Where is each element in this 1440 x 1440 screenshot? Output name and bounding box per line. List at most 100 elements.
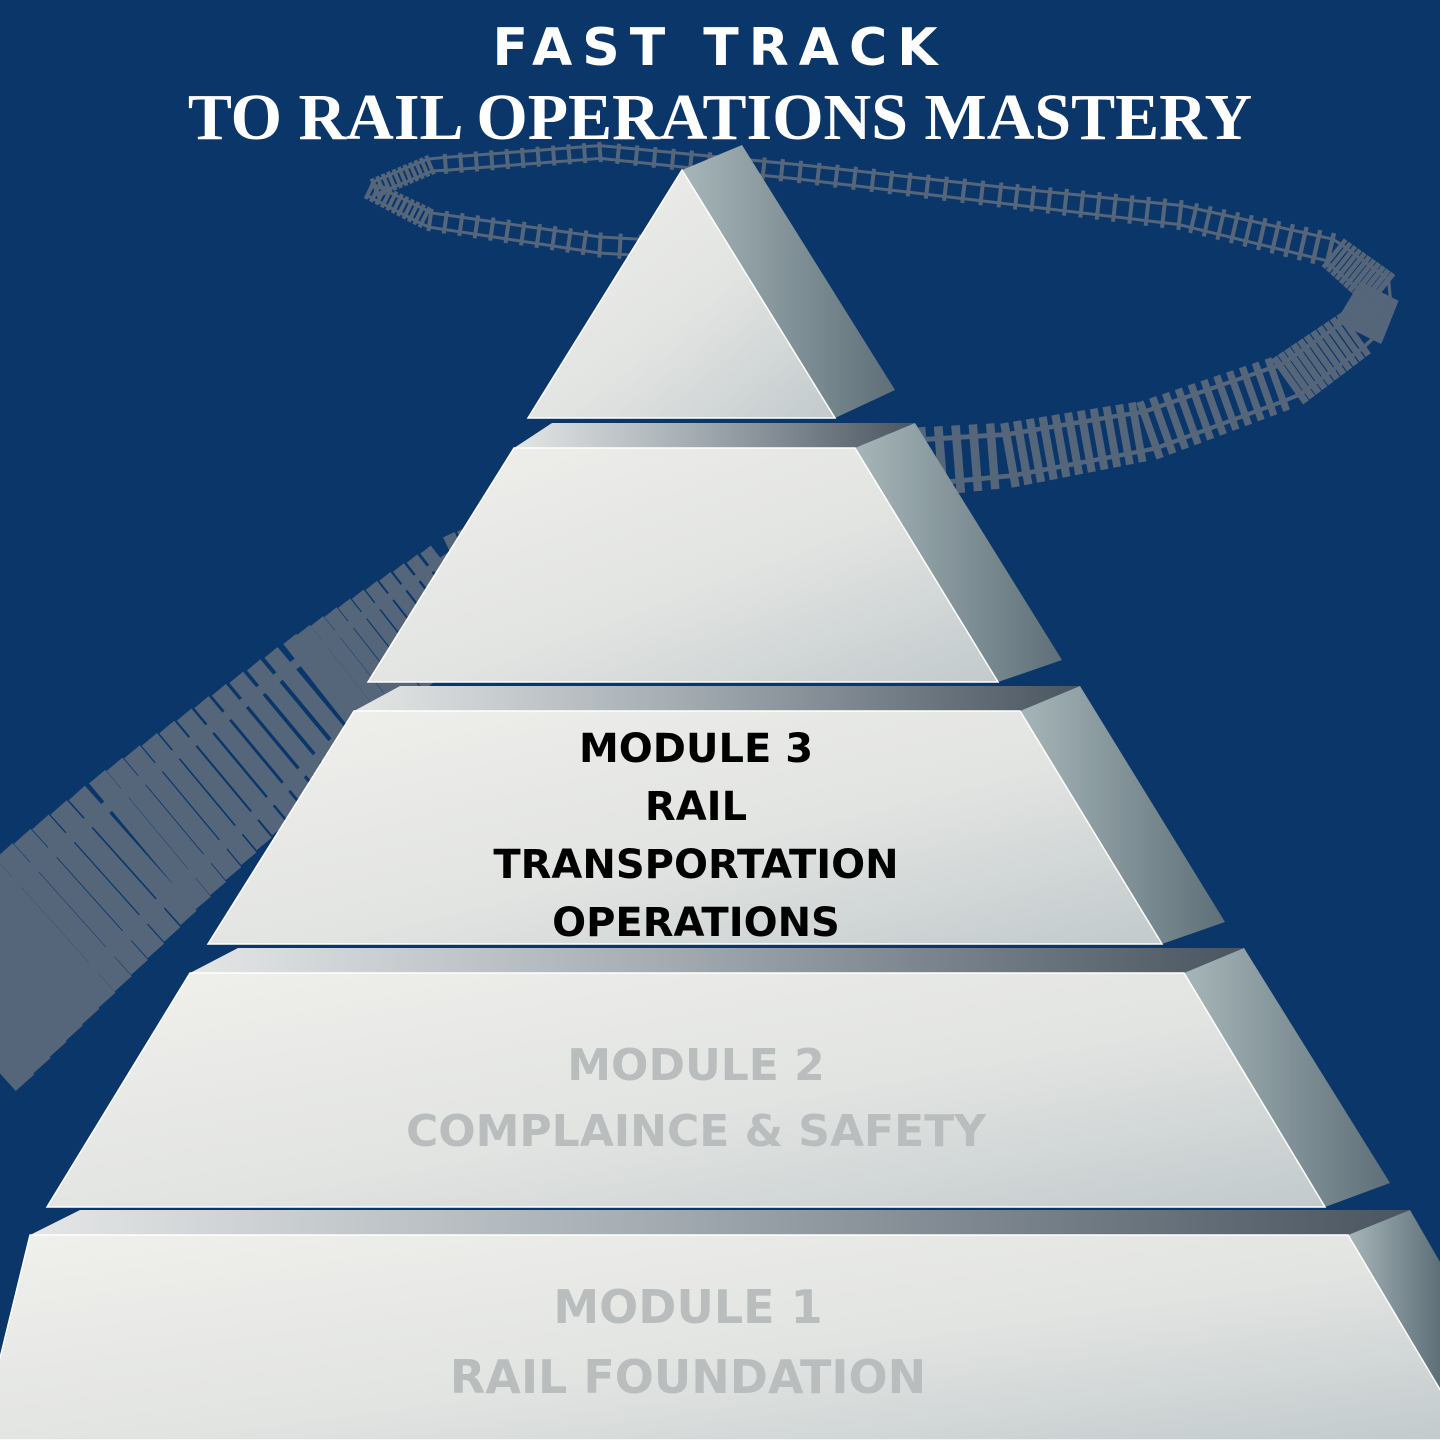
track-rail-left	[801, 165, 819, 167]
track-rail-left	[1388, 279, 1390, 299]
track-rail-left	[537, 244, 552, 246]
track-rail-right	[1287, 251, 1301, 254]
track-rail-right	[477, 219, 492, 221]
track-rail-left	[445, 156, 460, 157]
track-rail-left	[910, 177, 928, 179]
module-3-line-transportation: TRANSPORTATION	[493, 842, 898, 888]
track-rail-right	[570, 233, 585, 235]
track-rail-right	[1246, 241, 1260, 244]
track-rail-right	[555, 230, 570, 232]
track-rail-right	[981, 201, 999, 203]
track-rail-right	[1146, 221, 1162, 223]
track-rail-right	[1259, 244, 1273, 247]
track-rail-right	[570, 160, 585, 161]
track-rail-left	[1099, 197, 1115, 199]
module-3-title: MODULE 3	[579, 726, 813, 772]
track-rail-right	[1065, 211, 1081, 213]
track-rail-right	[854, 186, 872, 188]
track-rail-left	[1196, 209, 1210, 212]
track-rail-left	[568, 248, 583, 250]
track-rail-right	[432, 170, 445, 171]
track-rail-right	[462, 217, 477, 219]
track-rail-left	[892, 175, 910, 177]
track-rail-left	[983, 185, 1001, 187]
track-rail-right	[508, 164, 523, 165]
track-rail-right	[431, 213, 446, 215]
pyramid-apex	[528, 145, 895, 418]
track-rail-right	[492, 165, 507, 166]
module-3-line-rail: RAIL	[645, 784, 747, 830]
track-rail-right	[493, 222, 508, 224]
track-rail-left	[1363, 337, 1374, 348]
track-rail-left	[946, 181, 964, 183]
track-rail-right	[618, 160, 636, 162]
track-rail-left	[928, 179, 946, 181]
track-rail-right	[654, 164, 672, 166]
track-rail-right	[908, 192, 926, 194]
track-rail-left	[1292, 230, 1306, 233]
track-rail-right	[1081, 213, 1097, 215]
track-rail-right	[1300, 254, 1314, 257]
module-2-title: MODULE 2	[567, 1040, 824, 1091]
track-rail-right	[1097, 215, 1113, 217]
track-rail-left	[1132, 200, 1148, 202]
track-rail-left	[1001, 187, 1017, 189]
track-rail-left	[837, 169, 855, 171]
track-rail-left	[1319, 236, 1333, 239]
track-rail-right	[890, 190, 908, 192]
track-rail-right	[1048, 209, 1064, 211]
track-rail-right	[1163, 223, 1179, 225]
track-rail-left	[1034, 190, 1050, 192]
track-rail-left	[965, 183, 983, 185]
track-rail-left	[428, 157, 445, 159]
track-rail-left	[783, 163, 801, 165]
track-rail-right	[1032, 207, 1048, 209]
track-rail-left	[460, 232, 475, 234]
track-rail-left	[1210, 212, 1224, 215]
track-rail-right	[523, 163, 538, 164]
track-rail-left	[444, 229, 459, 231]
track-rail-right	[1219, 234, 1233, 237]
track-rail-right	[586, 235, 601, 237]
track-rail-left	[1181, 205, 1196, 208]
track-rail-right	[817, 181, 835, 183]
track-rail-left	[1148, 202, 1164, 204]
track-rail-left	[1223, 215, 1237, 218]
track-rail-right	[636, 162, 654, 164]
track-rail-right	[1205, 231, 1219, 234]
track-rail-right	[446, 169, 461, 170]
track-rail-right	[585, 158, 600, 159]
track-rail-right	[1273, 248, 1287, 251]
track-rail-left	[583, 251, 599, 253]
track-rail-left	[1278, 227, 1292, 230]
track-rail-right	[963, 199, 981, 201]
track-rail-right	[1232, 238, 1246, 241]
track-rail-left	[553, 246, 568, 248]
track-rail-right	[1191, 228, 1205, 231]
track-rail-right	[461, 168, 476, 169]
track-rail-right	[1114, 217, 1130, 219]
module-3-line-operations: OPERATIONS	[552, 900, 840, 946]
track-rail-left	[1305, 233, 1319, 236]
track-rail-left	[506, 239, 521, 241]
track-rail-left	[491, 237, 506, 239]
track-rail-right	[477, 167, 492, 168]
track-rail-left	[475, 234, 490, 236]
track-rail-left	[855, 171, 873, 173]
track-rail-right	[763, 175, 781, 177]
track-rail-right	[554, 161, 569, 162]
track-rail-right	[836, 183, 854, 185]
track-rail-right	[524, 226, 539, 228]
track-rail-left	[1283, 394, 1300, 401]
track-rail-right	[872, 188, 890, 190]
track-rail-right	[945, 196, 963, 198]
track-rail-left	[819, 167, 837, 169]
track-rail-right	[1179, 225, 1191, 228]
track-rail-left	[600, 253, 620, 254]
track-rail-left	[1237, 218, 1251, 221]
track-rail-left	[1083, 195, 1099, 197]
track-rail-left	[1050, 192, 1066, 194]
track-rail-left	[960, 479, 977, 481]
track-rail-right	[600, 158, 617, 160]
title-rail-operations-mastery: TO RAIL OPERATIONS MASTERY	[0, 80, 1440, 156]
